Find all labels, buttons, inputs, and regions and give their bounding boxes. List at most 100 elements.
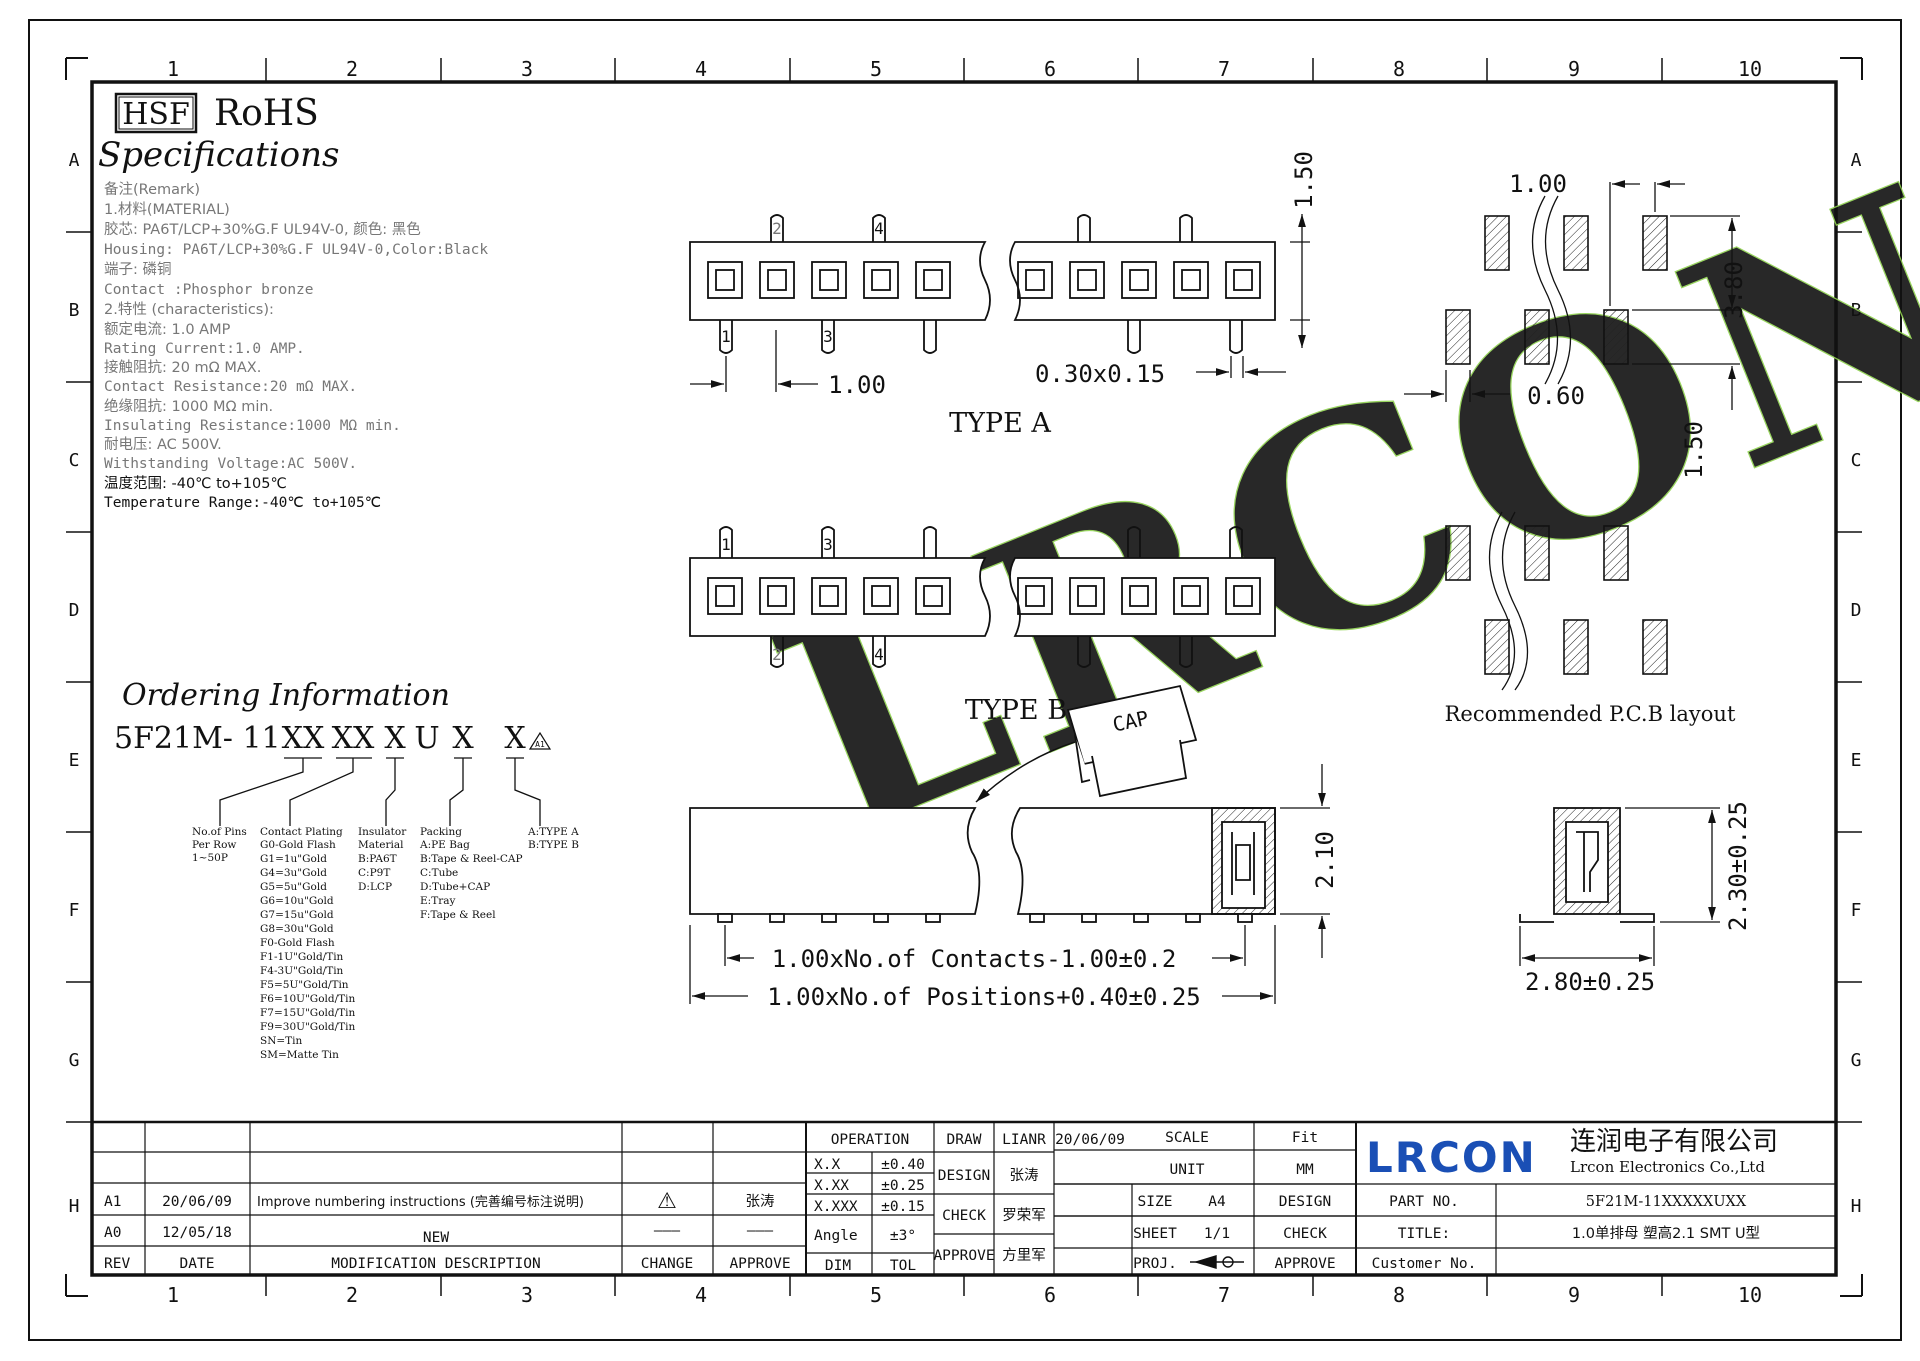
order-code-prefix: 5F21M- 11 bbox=[114, 721, 281, 756]
spec-list: 备注(Remark) 1.材料(MATERIAL) 胶芯: PA6T/LCP+3… bbox=[104, 181, 488, 511]
dim-contacts: 1.00xNo.of Contacts-1.00±0.2 bbox=[772, 945, 1177, 973]
part-no-label: PART NO. bbox=[1389, 1194, 1459, 1210]
title-block bbox=[92, 1120, 1836, 1275]
col-label: 6 bbox=[1044, 1283, 1056, 1307]
revision-triangle-icon bbox=[528, 731, 552, 750]
svg-text:C:P9T: C:P9T bbox=[358, 867, 390, 879]
col-label: 1 bbox=[167, 57, 179, 81]
tol-row-label: X.XX bbox=[814, 1178, 849, 1194]
spec-line: 1.材料(MATERIAL) bbox=[104, 201, 230, 218]
spec-line: Contact :Phosphor bronze bbox=[104, 282, 314, 298]
rev-a1-change: ⚠ bbox=[657, 1189, 677, 1214]
row-label: G bbox=[1851, 1050, 1862, 1071]
col-label: 2 bbox=[346, 1283, 358, 1307]
tol-row-value: ±0.40 bbox=[881, 1157, 925, 1173]
spec-line: 额定电流: 1.0 AMP bbox=[104, 321, 231, 338]
row-label: B bbox=[69, 300, 80, 321]
svg-text:F6=10U"Gold/Tin: F6=10U"Gold/Tin bbox=[260, 993, 355, 1005]
rev-a0-desc: NEW bbox=[423, 1230, 449, 1246]
spec-line: 温度范围: -40℃ to+105℃ bbox=[104, 475, 287, 492]
spec-line: Insulating Resistance:1000 MΩ min. bbox=[104, 418, 401, 434]
pin-label: 4 bbox=[874, 645, 884, 664]
col-label: 5 bbox=[870, 57, 882, 81]
col-label: 5 bbox=[870, 1283, 882, 1307]
ordering-title: Ordering Information bbox=[122, 678, 450, 713]
svg-text:Material: Material bbox=[358, 839, 404, 851]
col-label: 1 bbox=[167, 1283, 179, 1307]
rev-a0-change: ——— bbox=[654, 1223, 680, 1239]
pin-label: 2 bbox=[772, 645, 782, 664]
svg-text:1~50P: 1~50P bbox=[192, 852, 228, 864]
sheet-value: 1/1 bbox=[1204, 1226, 1230, 1242]
dim-positions: 1.00xNo.of Positions+0.40±0.25 bbox=[767, 983, 1200, 1011]
spec-line: 2.特性 (characteristics): bbox=[104, 301, 274, 318]
spec-line: Rating Current:1.0 AMP. bbox=[104, 341, 305, 357]
order-leaders bbox=[219, 757, 541, 826]
svg-text:G1=1u"Gold: G1=1u"Gold bbox=[260, 853, 327, 865]
type-a-connector bbox=[689, 214, 1276, 354]
end-dim-280: 2.80±0.25 bbox=[1525, 968, 1655, 996]
svg-text:A:PE Bag: A:PE Bag bbox=[419, 839, 470, 851]
svg-text:F1-1U"Gold/Tin: F1-1U"Gold/Tin bbox=[260, 951, 344, 963]
spec-line: 备注(Remark) bbox=[104, 181, 200, 198]
svg-text:F9=30U"Gold/Tin: F9=30U"Gold/Tin bbox=[260, 1021, 355, 1033]
design-label: DESIGN bbox=[938, 1168, 990, 1184]
end-view bbox=[1519, 807, 1655, 923]
title-value: 1.0单排母 塑高2.1 SMT U型 bbox=[1572, 1225, 1760, 1242]
rev-a1: A1 bbox=[104, 1194, 121, 1210]
draw-label: DRAW bbox=[947, 1132, 982, 1148]
pin-label: 1 bbox=[721, 535, 731, 554]
col-label: 3 bbox=[521, 1283, 533, 1307]
pcb-dim-pitch: 1.00 bbox=[1509, 170, 1567, 198]
approve-name: 方里军 bbox=[1002, 1247, 1046, 1264]
dim-150: 1.50 bbox=[1290, 151, 1318, 209]
pin-label: 4 bbox=[874, 219, 884, 238]
col-label: 9 bbox=[1568, 1283, 1580, 1307]
size-label: SIZE bbox=[1138, 1194, 1173, 1210]
specifications-title: Specifications bbox=[98, 135, 339, 175]
col-label: 2 bbox=[346, 57, 358, 81]
svg-text:E:Tray: E:Tray bbox=[420, 895, 455, 907]
watermark: LRCON bbox=[736, 117, 1920, 902]
rev-a0-approve: ——— bbox=[747, 1223, 773, 1239]
svg-text:G7=15u"Gold: G7=15u"Gold bbox=[260, 909, 334, 921]
scale-value: Fit bbox=[1292, 1130, 1318, 1146]
company-name-cn: 连润电子有限公司 bbox=[1570, 1127, 1778, 1157]
order-code-part: U bbox=[414, 721, 439, 756]
dim-terminal: 0.30x0.15 bbox=[1035, 360, 1165, 388]
col-label: 6 bbox=[1044, 57, 1056, 81]
svg-text:F0-Gold Flash: F0-Gold Flash bbox=[260, 937, 335, 949]
spec-line: Temperature Range:-40℃ to+105℃ bbox=[104, 495, 381, 511]
col-label: 8 bbox=[1393, 57, 1405, 81]
spec-line: 胶芯: PA6T/LCP+30%G.F UL94V-0, 颜色: 黑色 bbox=[104, 221, 421, 238]
row-label: F bbox=[1851, 900, 1862, 921]
svg-text:F:Tape & Reel: F:Tape & Reel bbox=[420, 909, 496, 921]
check-name: 罗荣军 bbox=[1002, 1207, 1046, 1224]
change-header: CHANGE bbox=[641, 1256, 693, 1272]
row-label: B bbox=[1851, 300, 1862, 321]
contact-windows bbox=[707, 261, 1261, 299]
col-label: 8 bbox=[1393, 1283, 1405, 1307]
dim-pitch: 1.00 bbox=[828, 371, 886, 399]
row-label: F bbox=[69, 900, 80, 921]
dim-210: 2.10 bbox=[1311, 831, 1339, 889]
col-label: 3 bbox=[521, 57, 533, 81]
draw-name: LIANR bbox=[1002, 1132, 1046, 1148]
spec-line: 端子: 磷铜 bbox=[104, 261, 172, 278]
row-label: D bbox=[1851, 600, 1862, 621]
end-dim-230: 2.30±0.25 bbox=[1724, 801, 1752, 931]
spec-line: Housing: PA6T/LCP+30%G.F UL94V-0,Color:B… bbox=[104, 242, 488, 258]
rev-a0: A0 bbox=[104, 1225, 121, 1241]
tol-header: TOL bbox=[890, 1258, 916, 1274]
svg-text:G0-Gold Flash: G0-Gold Flash bbox=[260, 839, 336, 851]
sheet-label: SHEET bbox=[1133, 1226, 1177, 1242]
svg-text:Packing: Packing bbox=[420, 826, 462, 838]
svg-text:No.of Pins: No.of Pins bbox=[192, 826, 247, 838]
type-b-label: TYPE B bbox=[965, 695, 1067, 726]
rev-a1-desc: Improve numbering instructions (完善编号标注说明… bbox=[257, 1194, 584, 1210]
svg-text:B:PA6T: B:PA6T bbox=[358, 853, 397, 865]
pin-label: 3 bbox=[823, 535, 833, 554]
pin-label: 2 bbox=[772, 219, 782, 238]
col-label: 9 bbox=[1568, 57, 1580, 81]
unit-label: UNIT bbox=[1170, 1162, 1205, 1178]
